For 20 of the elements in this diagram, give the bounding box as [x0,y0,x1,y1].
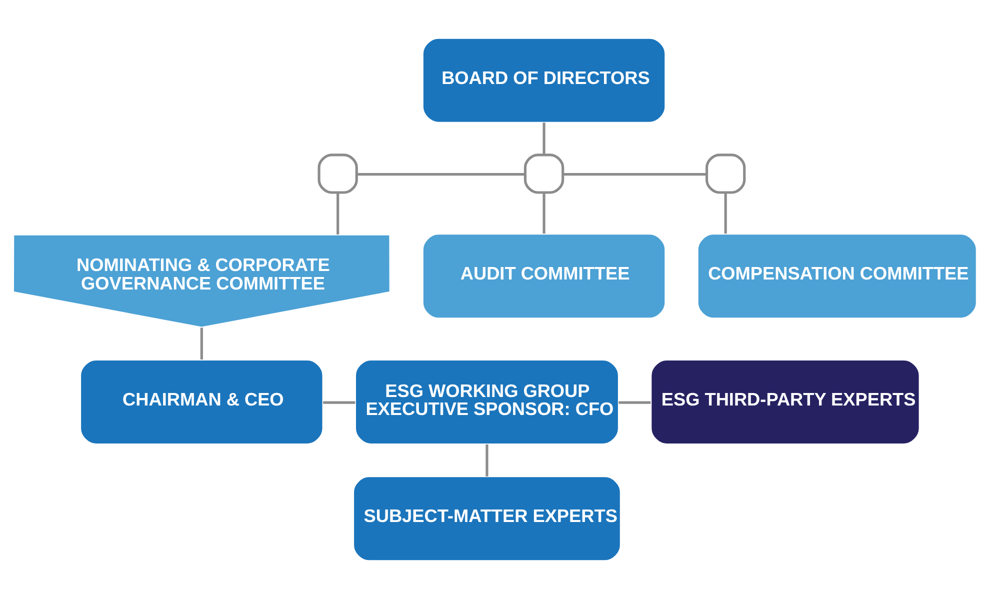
connector [323,401,356,404]
node-box: CHAIRMAN & CEO [80,359,324,445]
connector [542,192,546,234]
node-box: COMPENSATION COMMITTEE [697,233,978,319]
connector [724,192,727,234]
connector [356,173,526,176]
node-box [318,154,358,194]
connector [336,192,340,234]
connector [200,328,203,360]
node-box [524,154,564,194]
node-box [705,154,746,194]
node-box: SUBJECT-MATTER EXPERTS [352,476,622,562]
connector [563,173,707,176]
connector [486,444,488,476]
node-box: AUDIT COMMITTEE [422,233,666,319]
node-box: BOARD OF DIRECTORS [422,38,666,124]
node-box: ESG THIRD-PARTY EXPERTS [650,359,920,445]
connector [542,122,546,155]
connector [618,401,651,404]
node-box: ESG WORKING GROUP EXECUTIVE SPONSOR: CFO [354,359,620,445]
